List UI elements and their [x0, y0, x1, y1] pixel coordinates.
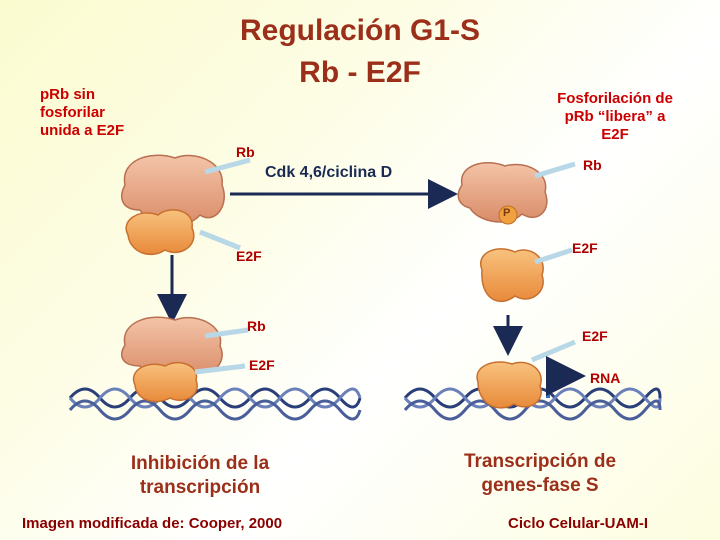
phosphorylated-rb: [457, 161, 576, 225]
e2f-pointer: [194, 363, 246, 375]
rb-pointer: [534, 161, 576, 179]
caption-right-line: genes-fase S: [481, 475, 599, 496]
left-note-line: pRb sin: [40, 86, 95, 103]
e2f-protein: [476, 361, 542, 409]
rb-e2f-complex-top-left: [121, 154, 251, 256]
rb-pointer: [204, 157, 251, 175]
rb-e2f-complex-on-dna: [121, 316, 249, 403]
label-phosphate: P: [503, 207, 511, 219]
dna-helix-left: [68, 387, 362, 421]
caption-left: Inhibición de la transcripción: [80, 452, 320, 500]
left-note-line: fosforilar: [40, 104, 106, 121]
rb-pointer: [204, 327, 249, 339]
label-cdk: Cdk 4,6/ciclina D: [265, 164, 393, 181]
e2f-pointer: [534, 247, 573, 265]
page-subtitle: Rb - E2F: [299, 56, 421, 89]
rb-protein: [457, 162, 548, 223]
e2f-protein: [479, 248, 544, 303]
footer-course: Ciclo Celular-UAM-I: [508, 515, 649, 532]
caption-left-line: Inhibición de la: [130, 453, 270, 474]
caption-left-line: transcripción: [139, 477, 261, 498]
e2f-pointer: [199, 229, 241, 251]
label-e2f-top-left: E2F: [236, 248, 262, 264]
e2f-protein: [132, 361, 198, 403]
label-e2f-bottom-right: E2F: [582, 328, 608, 344]
label-rb-bottom-left: Rb: [247, 318, 266, 334]
rna-arrow: [546, 356, 586, 398]
phosphate-icon: [498, 205, 518, 225]
right-note-line: pRb “libera” a: [564, 108, 666, 125]
e2f-pointer: [531, 339, 576, 363]
caption-right: Transcripción de genes-fase S: [420, 450, 660, 498]
left-note: pRb sin fosforilar unida a E2F: [40, 86, 124, 140]
free-e2f: [479, 247, 573, 303]
page-title: Regulación G1-S: [239, 14, 481, 47]
right-note-line: Fosforilación de: [557, 90, 673, 107]
label-e2f-mid-right: E2F: [572, 240, 598, 256]
e2f-protein: [125, 209, 195, 256]
label-rb-top-left: Rb: [236, 144, 255, 160]
right-note-line: E2F: [601, 126, 629, 143]
caption-right-line: Transcripción de: [463, 451, 617, 472]
label-rna: RNA: [590, 370, 621, 386]
rb-protein: [121, 154, 225, 227]
footer-credit: Imagen modificada de: Cooper, 2000: [22, 515, 283, 532]
left-note-line: unida a E2F: [40, 122, 125, 139]
rb-protein: [121, 316, 223, 380]
label-e2f-bottom-left: E2F: [249, 357, 275, 373]
label-rb-top-right: Rb: [583, 157, 602, 173]
e2f-on-dna: [476, 339, 576, 409]
right-note: Fosforilación de pRb “libera” a E2F: [535, 90, 695, 144]
